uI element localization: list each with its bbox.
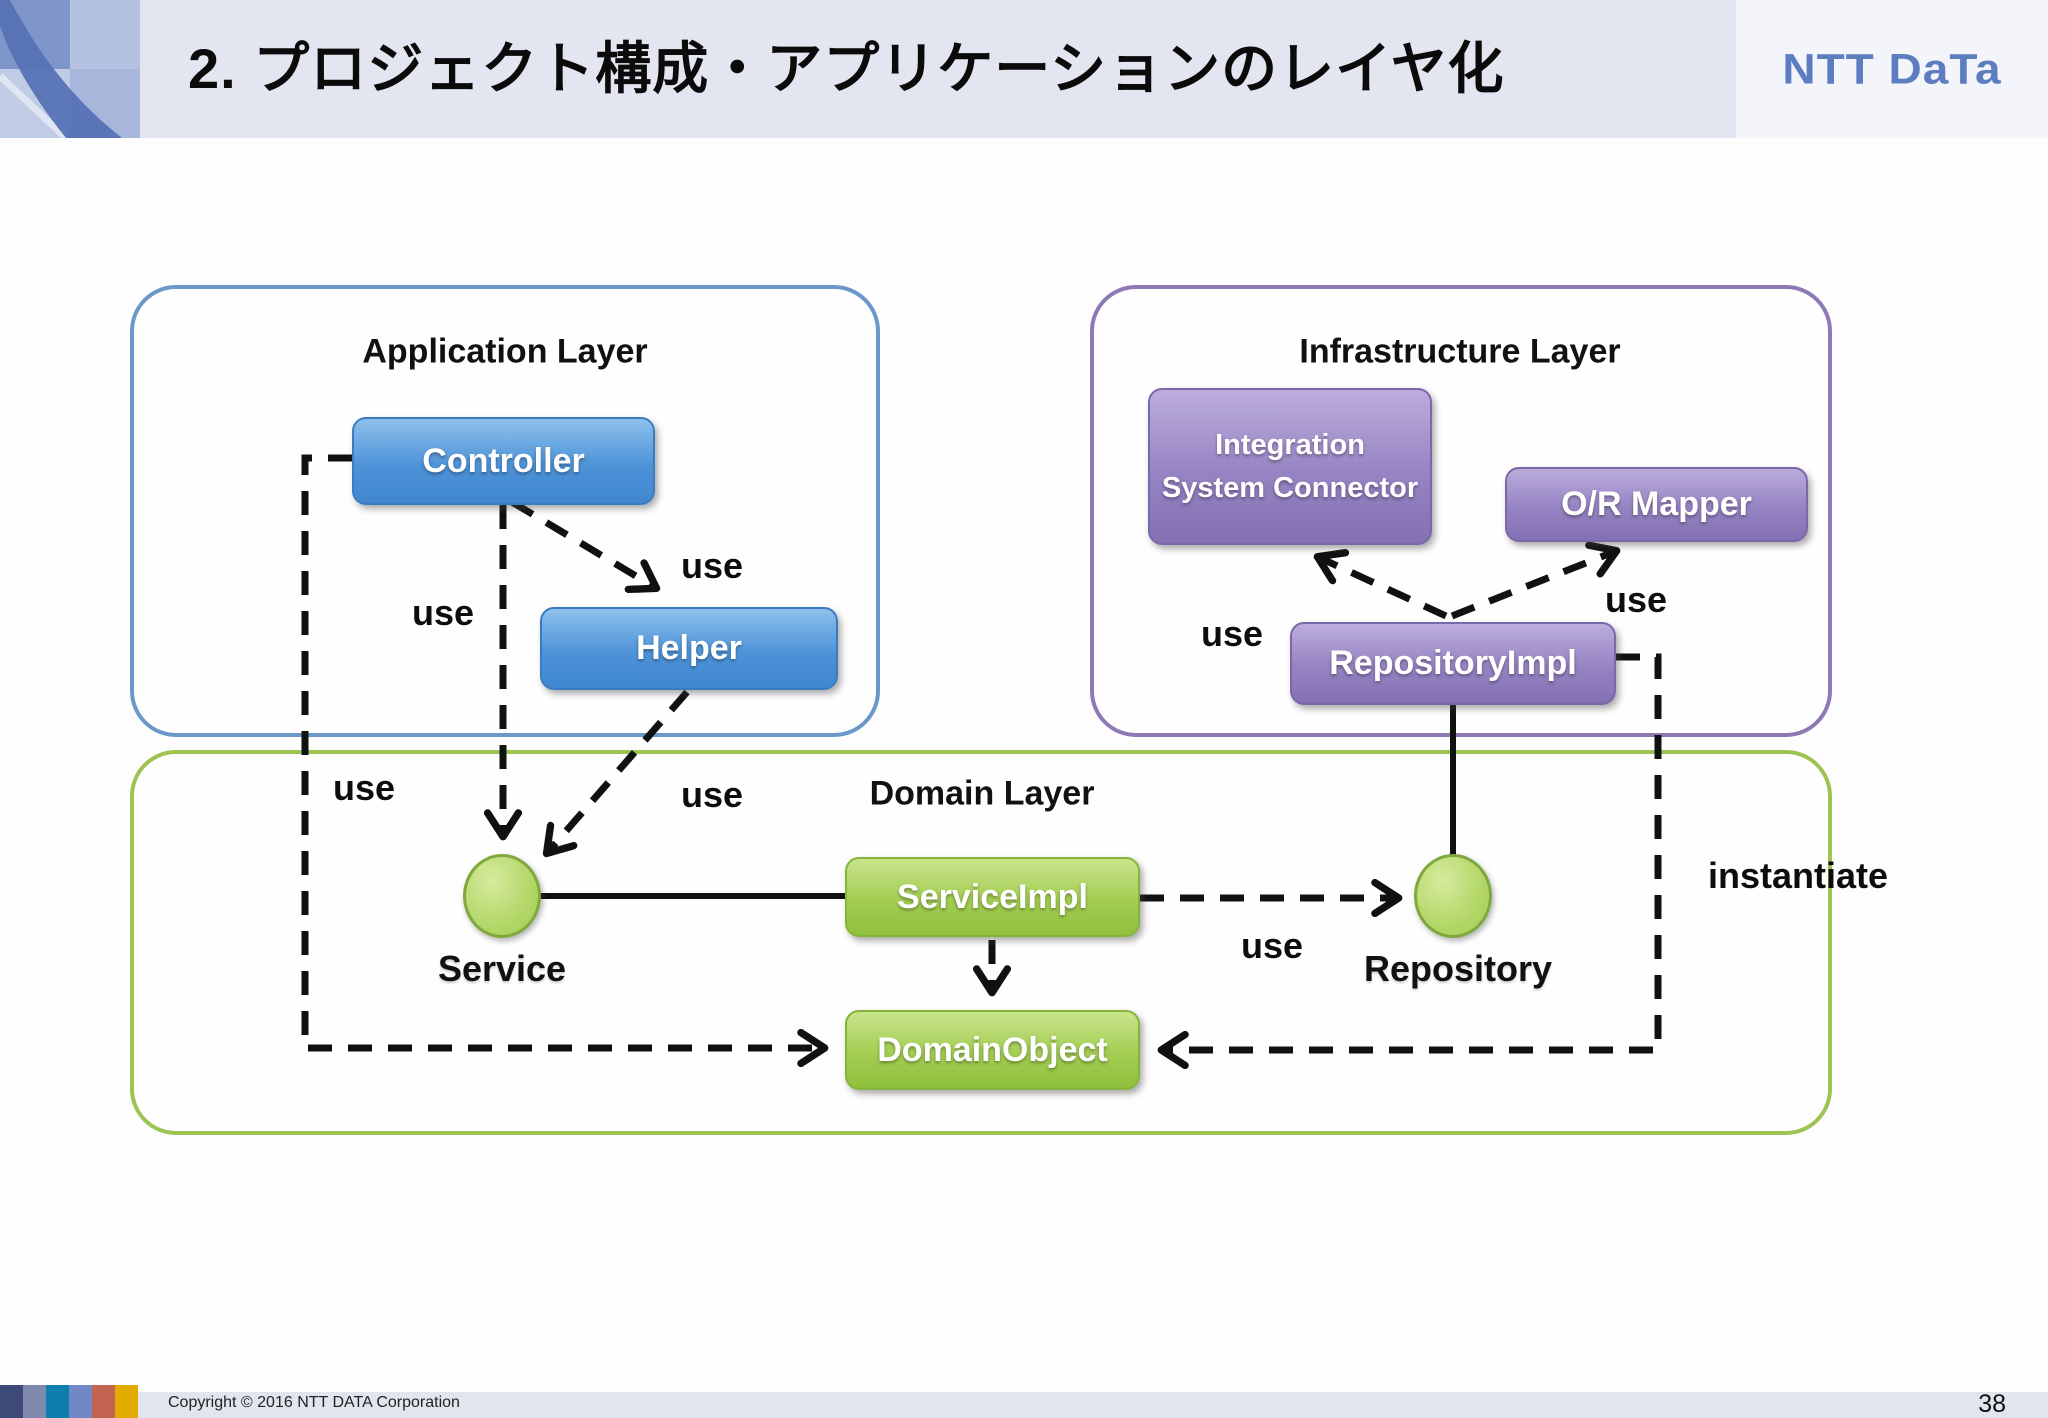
node-or-mapper-label: O/R Mapper xyxy=(1561,485,1752,523)
node-helper-label: Helper xyxy=(636,629,742,667)
edge-repositoryimpl-instantiate-domainobject xyxy=(1162,653,1662,1050)
application-layer-title: Application Layer xyxy=(362,332,648,371)
node-service-interface-circle xyxy=(463,854,541,938)
node-integration-system-connector-label: Integration System Connector xyxy=(1161,429,1419,504)
edge-repositoryimpl-to-connector xyxy=(1318,557,1448,620)
edge-helper-to-service xyxy=(547,689,690,853)
edge-label-use-helper-service: use xyxy=(680,774,744,815)
node-controller-label: Controller xyxy=(422,441,585,480)
edge-label-use-repositoryimpl-connector: use xyxy=(1200,613,1264,654)
footer-copyright: Copyright © 2016 NTT DATA Corporation xyxy=(168,1394,460,1411)
node-repository-label: Repository xyxy=(1363,948,1553,989)
infrastructure-layer-title: Infrastructure Layer xyxy=(1299,332,1621,371)
footer-accent-square xyxy=(69,1385,92,1418)
domain-layer-title: Domain Layer xyxy=(869,774,1095,813)
ntt-data-logo: NTT DaTa xyxy=(1782,45,2002,93)
node-repository-interface-circle xyxy=(1414,854,1492,938)
page-title: 2. プロジェクト構成・アプリケーションのレイヤ化 xyxy=(188,37,1505,100)
edge-label-use-controller-domainobject: use xyxy=(332,767,396,808)
edge-label-use-serviceimpl-repository: use xyxy=(1240,925,1304,966)
footer-accent-square xyxy=(92,1385,115,1418)
slide-deco-graphic xyxy=(0,0,140,138)
footer-accent-square xyxy=(115,1385,138,1418)
edge-label-use-controller-service: use xyxy=(411,592,475,633)
edge-controller-to-helper xyxy=(510,498,656,588)
node-domain-object-label: DomainObject xyxy=(877,1030,1108,1069)
node-repository-impl: RepositoryImpl xyxy=(1290,622,1616,705)
footer-accent-square xyxy=(46,1385,69,1418)
edge-label-use-repositoryimpl-ormapper: use xyxy=(1604,579,1668,620)
footer-accent-square xyxy=(23,1385,46,1418)
node-integration-system-connector: Integration System Connector xyxy=(1148,388,1432,545)
node-service-label: Service xyxy=(437,948,567,989)
edge-label-instantiate: instantiate xyxy=(1707,855,1889,896)
footer-color-squares xyxy=(0,1385,138,1418)
node-or-mapper: O/R Mapper xyxy=(1505,467,1808,542)
node-domain-object: DomainObject xyxy=(845,1010,1140,1090)
node-service-impl: ServiceImpl xyxy=(845,857,1140,937)
logo-panel: NTT DaTa xyxy=(1736,0,2048,138)
edge-repositoryimpl-to-ormapper xyxy=(1450,551,1616,620)
node-helper: Helper xyxy=(540,607,838,690)
node-service-impl-label: ServiceImpl xyxy=(897,877,1088,916)
edge-label-use-controller-helper: use xyxy=(680,545,744,586)
node-controller: Controller xyxy=(352,417,655,505)
node-repository-impl-label: RepositoryImpl xyxy=(1329,644,1577,682)
footer-accent-square xyxy=(0,1385,23,1418)
edge-controller-to-domainobject xyxy=(301,454,824,1048)
page-number: 38 xyxy=(1978,1390,2006,1418)
footer-bar xyxy=(0,1392,2048,1418)
slide-header: 2. プロジェクト構成・アプリケーションのレイヤ化 NTT DaTa xyxy=(0,0,2048,138)
